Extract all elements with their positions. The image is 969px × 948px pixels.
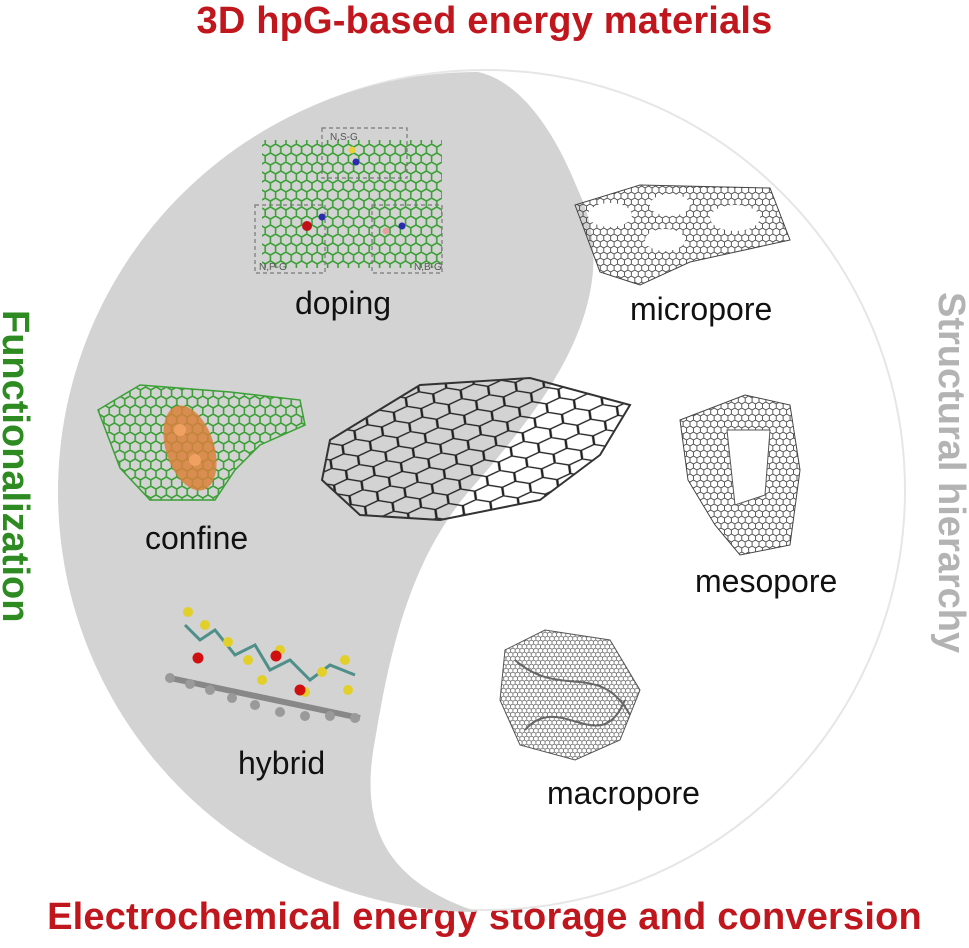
mesopore-label: mesopore bbox=[695, 563, 838, 599]
macropore-label: macropore bbox=[547, 775, 700, 811]
micropore-label: micropore bbox=[630, 291, 773, 327]
hybrid-label: hybrid bbox=[238, 745, 326, 781]
doped-graphene-icon: N,S-G N,P-G N,B-G bbox=[254, 127, 443, 274]
graphene-sheet-icon bbox=[320, 376, 632, 522]
mesopore-graphene-icon bbox=[679, 394, 801, 556]
doping-nb-label: N,B-G bbox=[414, 262, 442, 273]
top-title: 3D hpG-based energy materials bbox=[196, 0, 773, 42]
doping-np-label: N,P-G bbox=[259, 262, 287, 273]
micropore-graphene-icon bbox=[574, 184, 791, 286]
confine-graphene-icon bbox=[97, 384, 306, 501]
yin-gray-region bbox=[58, 72, 594, 912]
doping-ns-label: N,S-G bbox=[330, 132, 358, 143]
doping-label: doping bbox=[295, 285, 392, 321]
hybrid-molecule-icon bbox=[165, 607, 361, 723]
confine-label: confine bbox=[145, 520, 249, 556]
macropore-graphene-icon bbox=[499, 629, 641, 761]
